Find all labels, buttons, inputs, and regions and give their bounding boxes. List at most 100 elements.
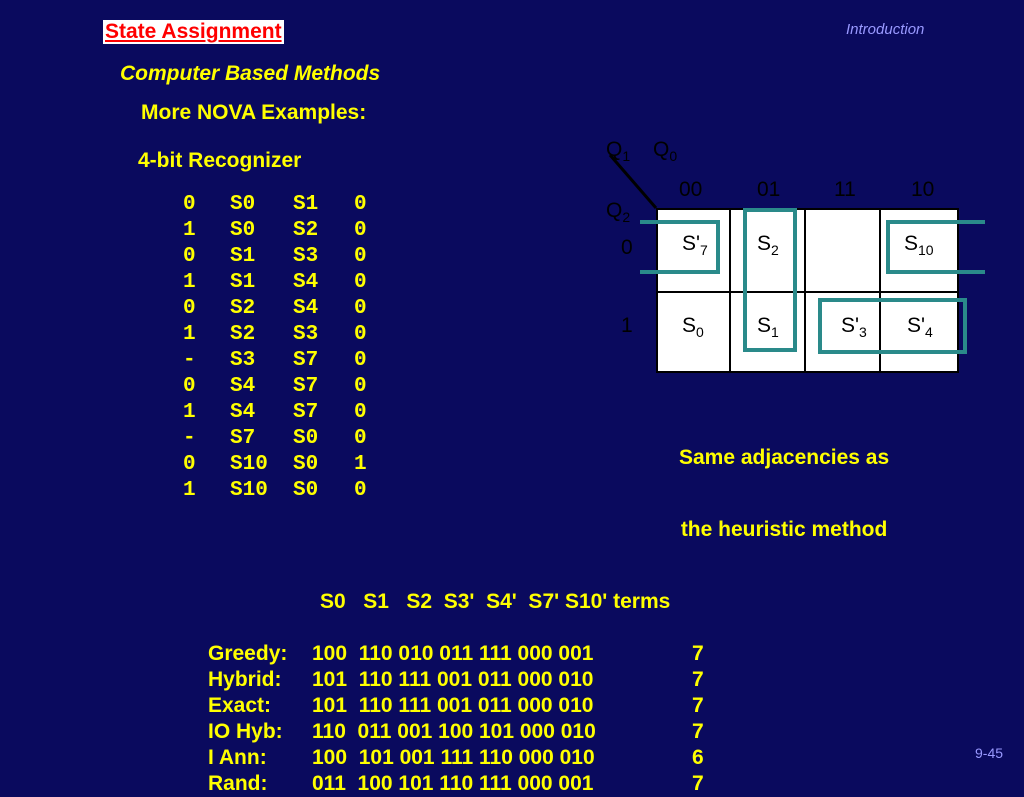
recognizer-cell: S0 <box>293 479 319 502</box>
recognizer-cell: 0 <box>183 453 196 476</box>
kmap-groupings <box>640 208 985 354</box>
recognizer-cell: 0 <box>354 375 367 398</box>
kmap-col-01: 01 <box>757 178 781 201</box>
kmap-var-q1: Q1 <box>606 138 631 165</box>
kmap-group-wrap-right <box>886 220 985 274</box>
assignment-terms: 7 <box>692 720 704 743</box>
recognizer-cell: S10 <box>230 479 268 502</box>
assignment-codes: 101 110 111 001 011 000 010 <box>312 694 594 717</box>
recognizer-cell: 0 <box>354 245 367 268</box>
assignment-codes: 100 110 010 011 111 000 001 <box>312 642 594 665</box>
recognizer-cell: S2 <box>230 297 256 320</box>
kmap-lines <box>658 210 957 371</box>
assignment-terms: 7 <box>692 772 704 795</box>
assignment-header: S0 S1 S2 S3' S4' S7' S10' terms <box>320 590 671 613</box>
recognizer-row: 1 S10 S0 0 <box>183 478 374 504</box>
recognizer-cell: 0 <box>354 349 367 372</box>
kmap-cell-s10p: S10 <box>904 232 934 259</box>
assignment-terms: 7 <box>692 668 704 691</box>
recognizer-cell: 0 <box>354 193 367 216</box>
section-title: State Assignment <box>103 20 284 44</box>
kmap-overlay <box>608 154 658 209</box>
recognizer-cell: 1 <box>183 271 196 294</box>
assignment-terms: 6 <box>692 746 704 769</box>
recognizer-cell: 1 <box>183 401 196 424</box>
assignment-label: Exact: <box>208 694 272 717</box>
recognizer-cell: 0 <box>183 245 196 268</box>
kmap-col-11: 11 <box>834 178 856 201</box>
recognizer-cell: 0 <box>354 323 367 346</box>
recognizer-cell: 0 <box>354 401 367 424</box>
recognizer-cell: 0 <box>183 297 196 320</box>
recognizer-cell: 0 <box>183 375 196 398</box>
assignment-label: IO Hyb: <box>208 720 283 743</box>
recognizer-cell: S1 <box>293 193 319 216</box>
recognizer-cell: S3 <box>230 349 256 372</box>
kmap-diagonal <box>608 154 658 209</box>
kmap-group-wrap-left <box>640 220 720 274</box>
assignment-terms: 7 <box>692 694 704 717</box>
recognizer-cell: S4 <box>230 375 256 398</box>
kmap-row-0: 0 <box>621 236 633 259</box>
kmap-col-00: 00 <box>679 178 703 201</box>
recognizer-cell: - <box>183 349 196 372</box>
recognizer-row: - S3 S7 0 <box>183 348 374 374</box>
recognizer-cell: 0 <box>354 427 367 450</box>
recognizer-cell: S1 <box>230 245 256 268</box>
kmap-cell-s3p: S'3 <box>841 314 867 341</box>
kmap-cell-s2: S2 <box>757 232 779 259</box>
recognizer-cell: - <box>183 427 196 450</box>
subsubtitle: More NOVA Examples: <box>141 101 367 124</box>
recognizer-cell: S3 <box>293 323 319 346</box>
assignment-label: Hybrid: <box>208 668 282 691</box>
recognizer-cell: 0 <box>354 271 367 294</box>
assignment-terms: 7 <box>692 642 704 665</box>
kmap-cell-s4p: S'4 <box>907 314 933 341</box>
recognizer-cell: 0 <box>354 219 367 242</box>
assignment-codes: 101 110 111 001 011 000 010 <box>312 668 594 691</box>
recognizer-cell: 1 <box>354 453 367 476</box>
assignment-row: Exact: 101 110 111 001 011 000 010 7 <box>208 693 704 719</box>
note-line-1: Same adjacencies as <box>679 446 890 469</box>
note-line-2: the heuristic method <box>680 518 888 541</box>
recognizer-cell: S4 <box>230 401 256 424</box>
assignment-label: Rand: <box>208 772 268 795</box>
recognizer-cell: 1 <box>183 479 196 502</box>
recognizer-cell: 0 <box>183 193 196 216</box>
recognizer-cell: S4 <box>293 271 319 294</box>
kmap-cell-s0: S0 <box>682 314 704 341</box>
recognizer-cell: 1 <box>183 219 196 242</box>
recognizer-cell: S7 <box>293 349 319 372</box>
recognizer-row: 0 S2 S4 0 <box>183 296 374 322</box>
recognizer-cell: S10 <box>230 453 268 476</box>
recognizer-cell: 0 <box>354 297 367 320</box>
recognizer-cell: S2 <box>293 219 319 242</box>
recognizer-cell: S3 <box>293 245 319 268</box>
recognizer-cell: S4 <box>293 297 319 320</box>
recognizer-cell: 1 <box>183 323 196 346</box>
recognizer-cell: S2 <box>230 323 256 346</box>
kmap-group-horizontal <box>818 298 967 354</box>
recognizer-title: 4-bit Recognizer <box>138 149 302 172</box>
recognizer-cell: S0 <box>293 427 319 450</box>
recognizer-cell: S0 <box>230 193 256 216</box>
recognizer-row: - S7 S0 0 <box>183 426 374 452</box>
assignment-codes: 011 100 101 110 111 000 001 <box>312 772 594 795</box>
assignment-row: Hybrid: 101 110 111 001 011 000 010 7 <box>208 667 704 693</box>
note: Same adjacencies as the heuristic method <box>679 398 889 566</box>
kmap-grid: S'7 S2 S10 S0 S1 S'3 S'4 <box>656 208 959 373</box>
kmap-var-q2: Q2 <box>606 199 631 226</box>
recognizer-row: 1 S2 S3 0 <box>183 322 374 348</box>
recognizer-cell: 0 <box>354 479 367 502</box>
section-tag: Introduction <box>846 21 925 38</box>
recognizer-cell: S7 <box>230 427 256 450</box>
assignment-row: Rand: 011 100 101 110 111 000 001 7 <box>208 771 704 797</box>
recognizer-cell: S0 <box>230 219 256 242</box>
